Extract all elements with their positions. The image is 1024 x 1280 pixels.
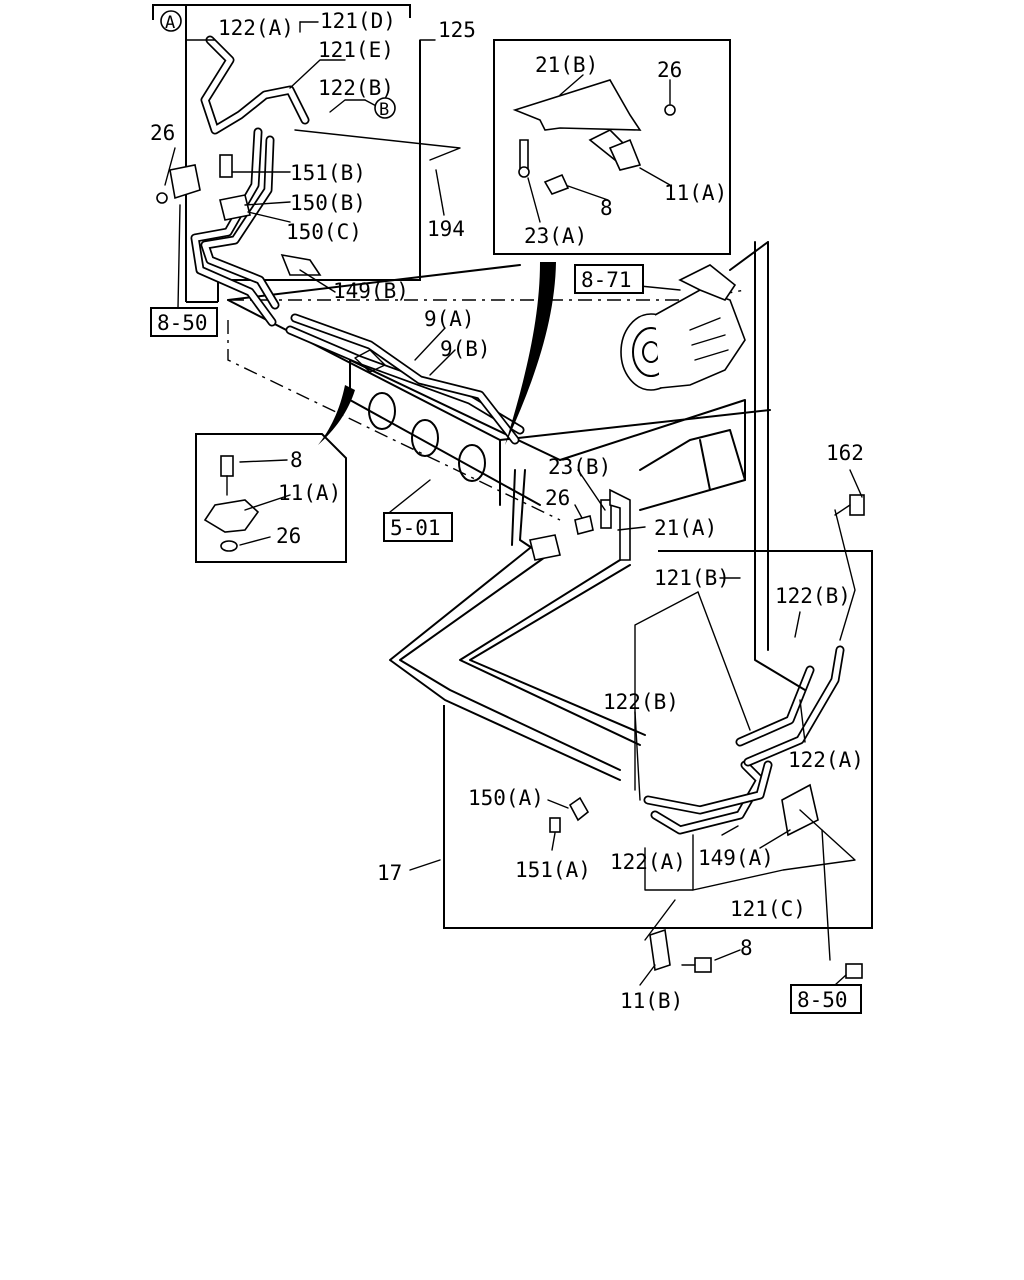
callout-121b: 121(B) (654, 566, 730, 590)
ref-box-8-71: 8-71 (574, 264, 644, 294)
callout-150b: 150(B) (290, 191, 366, 215)
pipe-lower-assembly (643, 645, 845, 837)
marker-a-label: A (165, 13, 175, 33)
callout-26-left: 26 (150, 121, 175, 145)
ref-5-01: 5-01 (390, 516, 441, 540)
callout-149b: 149(B) (333, 279, 409, 303)
callout-23b: 23(B) (548, 455, 611, 479)
ref-box-5-01: 5-01 (383, 512, 453, 542)
ref-box-8-50-right: 8-50 (790, 984, 862, 1014)
pipe-upper-run (285, 313, 525, 445)
callout-122b-right: 122(B) (775, 584, 851, 608)
callout-122a-low: 122(A) (610, 850, 686, 874)
callout-21a: 21(A) (654, 516, 717, 540)
callout-21b: 21(B) (535, 53, 598, 77)
callout-23a: 23(A) (524, 224, 587, 248)
callout-194: 194 (427, 217, 465, 241)
marker-b: B (374, 97, 396, 120)
pipe-loop-125 (190, 35, 310, 327)
pipe-long-run (389, 469, 646, 781)
callout-26-inset: 26 (276, 524, 301, 548)
ref-8-50-right: 8-50 (797, 988, 848, 1012)
callout-121d: 121(D) (320, 9, 396, 33)
inset-frame-clamp (195, 433, 347, 563)
callout-8-inset: 8 (290, 448, 303, 472)
callouts: 122(A) 121(D) 125 121(E) 122(B) 26 151(B… (150, 9, 864, 1013)
ref-box-8-50-left: 8-50 (150, 307, 218, 337)
callout-26-mid: 26 (545, 486, 570, 510)
callout-121c: 121(C) (730, 897, 806, 921)
callout-149a: 149(A) (698, 846, 774, 870)
black-arrows (318, 262, 556, 445)
callout-162: 162 (826, 441, 864, 465)
callout-9a: 9(A) (424, 307, 475, 331)
group-frame-125 (152, 4, 436, 303)
group-frame-17 (443, 550, 873, 929)
hardware-left (156, 154, 322, 276)
ref-8-71: 8-71 (581, 268, 632, 292)
callout-11b: 11(B) (620, 989, 683, 1013)
callout-151a: 151(A) (515, 858, 591, 882)
callout-26-detail: 26 (657, 58, 682, 82)
callout-11a-inset: 11(A) (278, 481, 341, 505)
hardware-center (529, 488, 865, 561)
marker-b-label: B (379, 100, 389, 120)
compressor (620, 264, 746, 391)
ref-8-50-left: 8-50 (157, 311, 208, 335)
detail-frame-bracket (493, 39, 731, 255)
callout-122a-top: 122(A) (218, 16, 294, 40)
callout-121e: 121(E) (318, 38, 394, 62)
callout-150c: 150(C) (286, 220, 362, 244)
callout-150a: 150(A) (468, 786, 544, 810)
leader-lines (164, 21, 863, 986)
callout-8-detail: 8 (600, 196, 613, 220)
callout-9b: 9(B) (440, 337, 491, 361)
callout-17: 17 (377, 861, 402, 885)
callout-122a-right: 122(A) (788, 748, 864, 772)
callout-122b-mid: 122(B) (603, 690, 679, 714)
inset-clamp (203, 455, 260, 552)
hardware-bottom (549, 796, 863, 979)
chassis-frame (227, 264, 771, 521)
callout-151b: 151(B) (290, 161, 366, 185)
callout-122b-top: 122(B) (318, 76, 394, 100)
pipe-right-vertical (729, 241, 806, 691)
callout-8-bottom: 8 (740, 936, 753, 960)
callout-125: 125 (438, 18, 476, 42)
bracket-21b (512, 79, 676, 195)
callout-11a-detail: 11(A) (664, 181, 727, 205)
marker-a: A (160, 10, 182, 33)
